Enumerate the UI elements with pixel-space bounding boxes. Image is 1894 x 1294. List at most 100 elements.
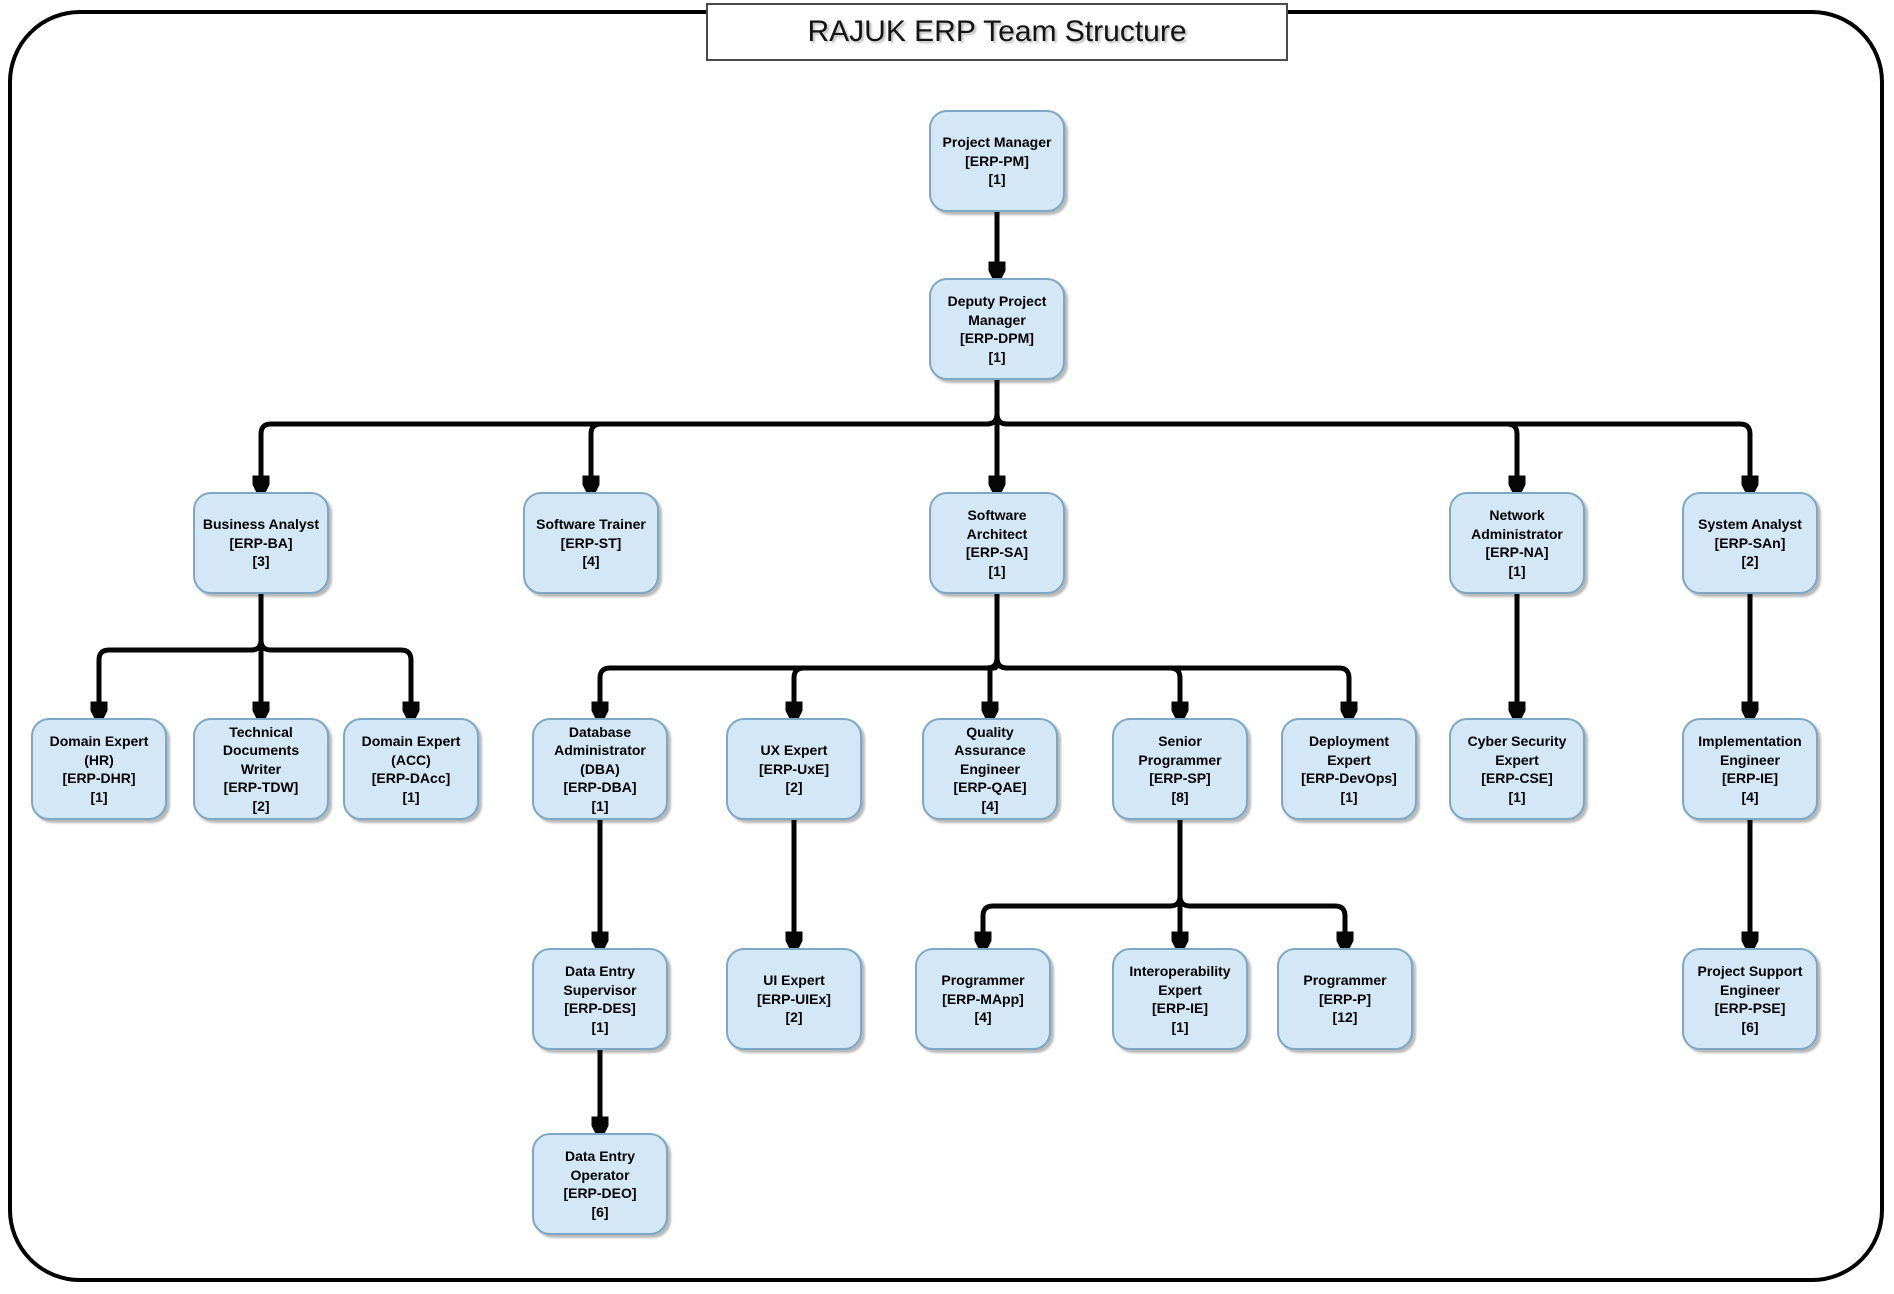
node-count: [1] <box>988 562 1006 579</box>
node-count: [2] <box>1741 553 1759 570</box>
node-count: [1] <box>988 171 1006 188</box>
edge-dpm-na <box>994 379 1517 488</box>
node-role: Project Manager <box>942 134 1052 151</box>
org-node-p[interactable]: Programmer[ERP-P][12] <box>1277 948 1413 1050</box>
node-code: [ERP-UxE] <box>758 760 829 777</box>
node-count: [4] <box>582 553 600 570</box>
edge-sa-uxe <box>794 593 1000 714</box>
node-count: [1] <box>988 348 1006 365</box>
org-node-tdw[interactable]: Technical Documents Writer[ERP-TDW][2] <box>193 718 329 820</box>
org-node-deo[interactable]: Data Entry Operator [ERP-DEO] [6] <box>532 1133 668 1235</box>
edge-dpm-ba <box>261 379 1000 488</box>
node-role: Deputy Project Manager <box>947 293 1047 328</box>
org-node-uie[interactable]: UI Expert[ERP-UIEx] [2] <box>726 948 862 1050</box>
node-code: [ERP-DPM] <box>960 330 1034 346</box>
node-code: [ERP-PSE] <box>1714 1000 1786 1016</box>
node-role: Software Architect <box>966 507 1028 542</box>
node-count: [12] <box>1332 1009 1358 1026</box>
connector-lines <box>99 211 1750 1129</box>
org-node-mapp[interactable]: Programmer[ERP-MApp] [4] <box>915 948 1051 1050</box>
node-code: [ERP-DHR] <box>62 770 136 786</box>
org-node-ioe[interactable]: Interoperability Expert [ERP-IE] [1] <box>1112 948 1248 1050</box>
node-role: Software Trainer <box>536 516 646 533</box>
org-node-ba[interactable]: Business Analyst[ERP-BA] [3] <box>193 492 329 594</box>
org-node-sa[interactable]: Software Architect [ERP-SA] [1] <box>929 492 1065 594</box>
node-role: Senior Programmer <box>1138 733 1222 768</box>
node-code: [ERP-SA] <box>965 544 1029 560</box>
node-code: [ERP-DevOps] <box>1301 770 1397 786</box>
node-role: Data Entry Supervisor <box>563 963 637 998</box>
org-node-des[interactable]: Data Entry Supervisor[ERP-DES][1] <box>532 948 668 1050</box>
org-node-dpm[interactable]: Deputy Project Manager [ERP-DPM] [1] <box>929 278 1065 380</box>
node-count: [6] <box>591 1203 609 1220</box>
org-node-ie[interactable]: Implementation Engineer [ERP-IE] [4] <box>1682 718 1818 820</box>
org-node-sp[interactable]: Senior Programmer[ERP-SP][8] <box>1112 718 1248 820</box>
node-role: Project Support Engineer <box>1697 963 1803 998</box>
org-node-dhr[interactable]: Domain Expert (HR) [ERP-DHR] [1] <box>31 718 167 820</box>
node-code: [ERP-BA] <box>229 534 293 551</box>
node-count: [4] <box>1741 788 1759 805</box>
edge-sp-p <box>1177 819 1345 944</box>
node-role: Domain Expert (ACC) <box>361 733 461 768</box>
org-node-uxe[interactable]: UX Expert[ERP-UxE][2] <box>726 718 862 820</box>
node-role: Interoperability Expert <box>1129 963 1231 998</box>
node-role: UX Expert <box>760 742 828 759</box>
node-code: [ERP-IE] <box>1152 1000 1208 1016</box>
node-count: [4] <box>981 797 999 814</box>
edge-dpm-san <box>994 379 1750 488</box>
node-code: [ERP-CSE] <box>1481 770 1553 786</box>
org-node-na[interactable]: Network Administrator[ERP-NA][1] <box>1449 492 1585 594</box>
node-role: Data Entry Operator <box>564 1148 636 1183</box>
node-code: [ERP-TDW] <box>223 779 299 796</box>
node-role: Programmer <box>941 972 1025 989</box>
node-role: Implementation Engineer <box>1698 733 1802 768</box>
node-role: Deployment Expert <box>1308 733 1390 768</box>
node-count: [1] <box>1340 788 1358 805</box>
node-code: [ERP-DES] <box>564 1000 636 1016</box>
org-node-devops[interactable]: Deployment Expert [ERP-DevOps] [1] <box>1281 718 1417 820</box>
node-role: System Analyst <box>1698 516 1802 533</box>
edge-sa-dba <box>600 593 1000 714</box>
diagram-title-box: RAJUK ERP Team Structure <box>706 3 1288 61</box>
diagram-title: RAJUK ERP Team Structure <box>807 15 1187 48</box>
node-role: Programmer <box>1303 972 1387 989</box>
node-code: [ERP-UIEx] <box>757 990 831 1007</box>
org-node-st[interactable]: Software Trainer[ERP-ST][4] <box>523 492 659 594</box>
edge-ba-dhr <box>99 593 264 714</box>
node-code: [ERP-QAE] <box>953 779 1027 796</box>
org-node-qae[interactable]: Quality Assurance Engineer [ERP-QAE][4] <box>922 718 1058 820</box>
node-code: [ERP-SP] <box>1149 770 1211 786</box>
org-node-cse[interactable]: Cyber Security Expert[ERP-CSE][1] <box>1449 718 1585 820</box>
node-count: [1] <box>402 788 420 805</box>
edge-ba-dacc <box>258 593 411 714</box>
org-node-pm[interactable]: Project Manager[ERP-PM][1] <box>929 110 1065 212</box>
node-role: Business Analyst <box>202 516 320 533</box>
edge-sa-sp <box>994 593 1180 714</box>
node-code: [ERP-DBA] <box>563 779 637 796</box>
org-node-pse[interactable]: Project Support Engineer [ERP-PSE] [6] <box>1682 948 1818 1050</box>
node-count: [1] <box>1171 1018 1189 1035</box>
node-role: Domain Expert (HR) <box>49 733 149 768</box>
node-role: UI Expert <box>763 972 825 989</box>
node-code: [ERP-NA] <box>1485 544 1549 560</box>
node-code: [ERP-DAcc] <box>371 770 451 786</box>
node-count: [2] <box>785 1009 803 1026</box>
node-count: [4] <box>974 1009 992 1026</box>
node-role: Quality Assurance Engineer <box>954 723 1026 777</box>
node-count: [1] <box>1508 562 1526 579</box>
org-node-san[interactable]: System Analyst[ERP-SAn] [2] <box>1682 492 1818 594</box>
node-code: [ERP-DEO] <box>563 1185 637 1201</box>
node-code: [ERP-MApp] <box>942 990 1024 1007</box>
node-code: [ERP-SAn] <box>1714 534 1786 551</box>
node-count: [1] <box>90 788 108 805</box>
node-count: [6] <box>1741 1018 1759 1035</box>
node-count: [3] <box>252 553 270 570</box>
node-code: [ERP-IE] <box>1722 770 1778 786</box>
org-node-dba[interactable]: Database Administrator (DBA)[ERP-DBA][1] <box>532 718 668 820</box>
edge-sp-mapp <box>983 819 1183 944</box>
org-node-dacc[interactable]: Domain Expert (ACC) [ERP-DAcc] [1] <box>343 718 479 820</box>
node-role: Technical Documents Writer <box>222 723 300 777</box>
node-count: [1] <box>591 797 609 814</box>
node-count: [1] <box>1508 788 1526 805</box>
